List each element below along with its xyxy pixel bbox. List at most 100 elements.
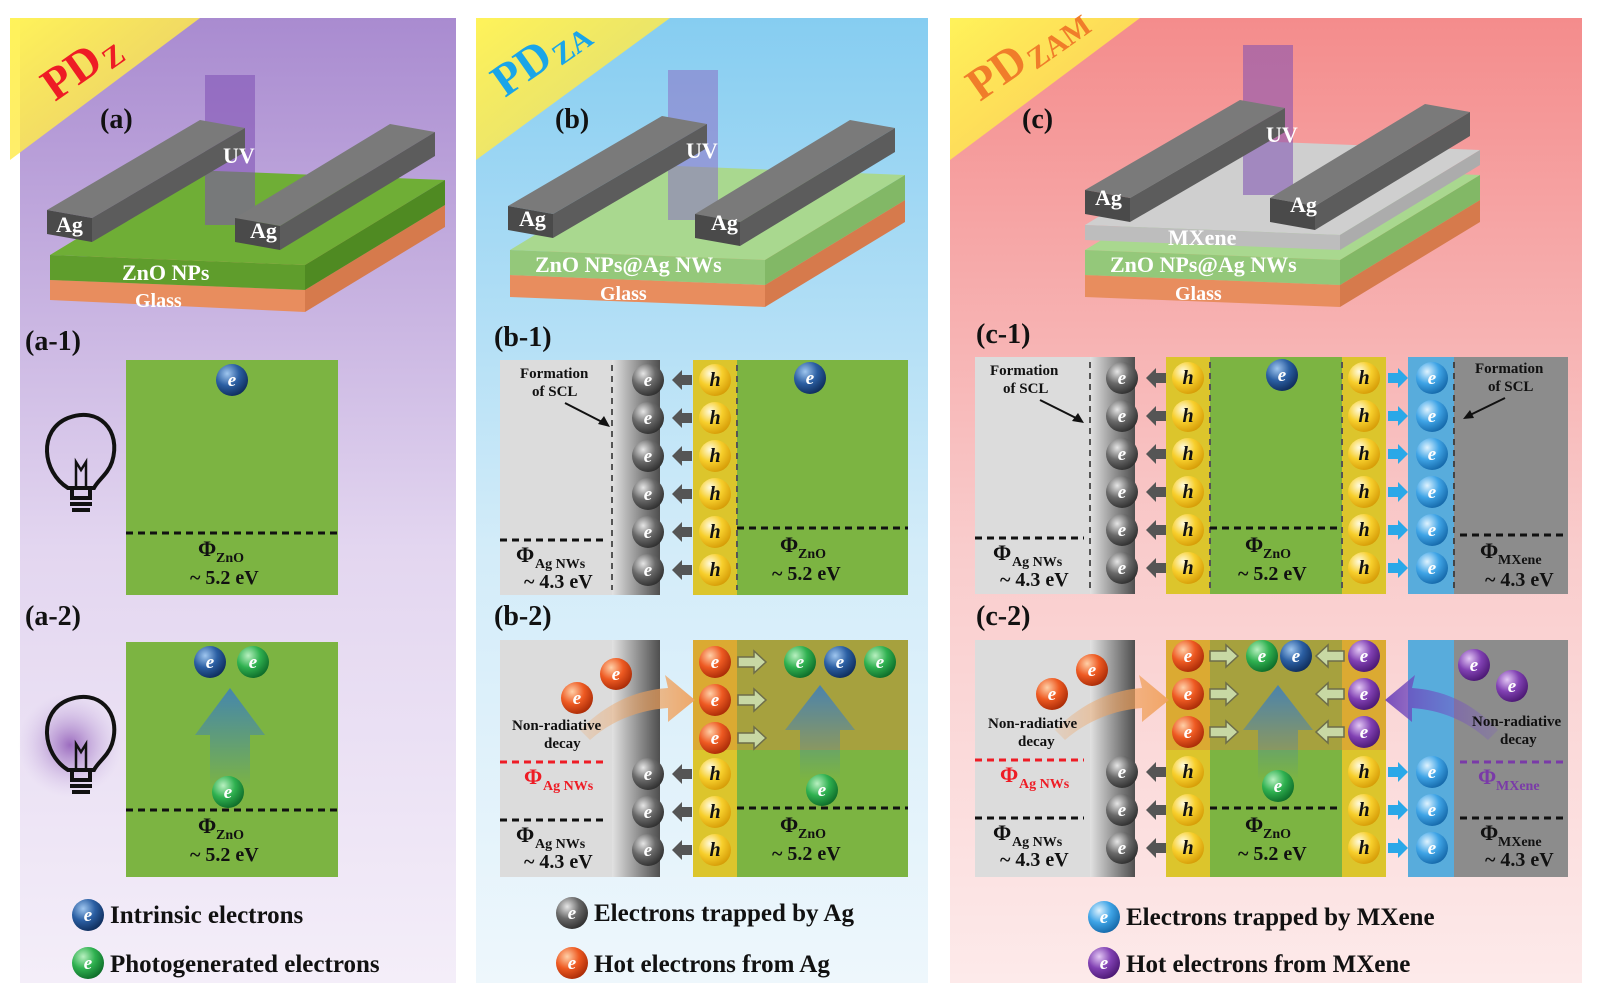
- electron-lblue: e: [1416, 794, 1448, 826]
- panel-c-uv: UV: [1266, 122, 1298, 147]
- svg-text:h: h: [1182, 405, 1193, 427]
- hole-yellow: h: [1172, 832, 1204, 864]
- arrow-left: [1146, 444, 1166, 464]
- panel-a-layer-glass: Glass: [135, 290, 182, 312]
- b1-formation: Formation: [520, 366, 589, 382]
- svg-text:e: e: [711, 652, 720, 673]
- svg-text:e: e: [573, 688, 582, 709]
- b1-phi-zno-sub: ZnO: [798, 547, 826, 562]
- svg-text:h: h: [709, 407, 720, 429]
- hole-yellow: h: [699, 478, 731, 510]
- svg-text:e: e: [644, 802, 653, 823]
- c2-nonrad-right: Non-radiative: [1472, 714, 1562, 730]
- hole-yellow: h: [1348, 832, 1380, 864]
- electron-lblue: e: [1416, 362, 1448, 394]
- c2-hole: e: [1262, 770, 1294, 802]
- panel-a-ag-left: Ag: [56, 212, 83, 237]
- legend-photogen-label: Photogenerated electrons: [110, 951, 380, 978]
- a2-energy: ~ 5.2 eV: [190, 844, 259, 866]
- electron-purple: e: [1458, 649, 1490, 681]
- electron-green: e: [1246, 640, 1278, 672]
- b1-phi-ag-sub: Ag NWs: [535, 557, 586, 572]
- svg-text:h: h: [1182, 443, 1193, 465]
- hole-yellow: h: [699, 554, 731, 586]
- svg-text:h: h: [709, 839, 720, 861]
- electron-gray: e: [1106, 756, 1138, 788]
- svg-text:e: e: [876, 652, 885, 673]
- b1-phi-ag: Φ: [516, 542, 534, 567]
- panel-b-layer-zno-ag: ZnO NPs@Ag NWs: [535, 252, 722, 277]
- c1-phi-zno: Φ: [1245, 532, 1263, 557]
- hole-yellow: h: [699, 516, 731, 548]
- arrow-left: [672, 484, 692, 504]
- electron-gray: e: [632, 758, 664, 790]
- legend-trapped-mx-label: Electrons trapped by MXene: [1126, 904, 1435, 931]
- svg-text:e: e: [818, 780, 827, 801]
- hole-yellow: h: [1172, 514, 1204, 546]
- svg-text:e: e: [1184, 684, 1193, 705]
- electron-green: e: [864, 646, 896, 678]
- hole-yellow: h: [1172, 400, 1204, 432]
- svg-text:e: e: [1428, 762, 1437, 783]
- electron-gray: e: [632, 402, 664, 434]
- arrow-left: [1146, 838, 1166, 858]
- svg-text:e: e: [249, 652, 258, 673]
- device-a: [47, 75, 445, 312]
- b2-phi-ag-sub: Ag NWs: [535, 837, 586, 852]
- svg-text:e: e: [228, 370, 237, 391]
- electron-blue: e: [824, 646, 856, 678]
- svg-text:h: h: [1182, 799, 1193, 821]
- electron-purple: e: [1348, 640, 1380, 672]
- transfer-arrow: [1314, 643, 1345, 669]
- bulb-glow: [18, 693, 122, 797]
- hole-yellow: h: [1172, 362, 1204, 394]
- c2-phi-hot-ag-sub: Ag NWs: [1019, 777, 1070, 792]
- arrow-right: [1388, 800, 1408, 820]
- c1-formation-left: Formation: [990, 363, 1059, 379]
- electron-gray: e: [1106, 832, 1138, 864]
- legend-photogen-marker: e: [72, 947, 104, 979]
- a1-energy: ~ 5.2 eV: [190, 567, 259, 589]
- arrow-left: [672, 802, 692, 822]
- arrow-left: [672, 408, 692, 428]
- svg-text:e: e: [84, 905, 93, 926]
- svg-text:e: e: [711, 690, 720, 711]
- hole-yellow: h: [1172, 794, 1204, 826]
- electron-orange: e: [699, 684, 731, 716]
- svg-text:e: e: [644, 370, 653, 391]
- hole-yellow: h: [1172, 438, 1204, 470]
- arrow-left: [672, 560, 692, 580]
- svg-text:e: e: [1278, 365, 1287, 386]
- svg-text:h: h: [709, 483, 720, 505]
- svg-text:h: h: [1182, 367, 1193, 389]
- svg-text:h: h: [1182, 481, 1193, 503]
- arrow-left: [672, 522, 692, 542]
- arrow-right: [1388, 762, 1408, 782]
- c2-energy-zno: ~ 5.2 eV: [1238, 843, 1307, 865]
- svg-text:e: e: [1118, 444, 1127, 465]
- svg-text:e: e: [1508, 676, 1517, 697]
- svg-text:e: e: [644, 840, 653, 861]
- panel-c-ag-left: Ag: [1095, 185, 1122, 210]
- electron-gray: e: [1106, 514, 1138, 546]
- electron-gray: e: [632, 516, 664, 548]
- hole-yellow: h: [1348, 400, 1380, 432]
- electron-lblue: e: [1416, 832, 1448, 864]
- c2-phi-hot-ag: Φ: [1000, 762, 1018, 787]
- c2-decay-right: decay: [1500, 732, 1537, 748]
- arrow-left: [1146, 368, 1166, 388]
- legend-trapped-mx-marker: e: [1088, 901, 1120, 933]
- svg-text:h: h: [1182, 761, 1193, 783]
- hole-yellow: h: [699, 440, 731, 472]
- electron-orange: e: [600, 658, 632, 690]
- c1-energy-zno: ~ 5.2 eV: [1238, 563, 1307, 585]
- svg-text:h: h: [1358, 761, 1369, 783]
- electron-orange: e: [1172, 716, 1204, 748]
- legend-intrinsic-marker: e: [72, 899, 104, 931]
- svg-text:e: e: [1274, 776, 1283, 797]
- electron-gray: e: [1106, 362, 1138, 394]
- svg-text:h: h: [1358, 519, 1369, 541]
- panel-c-ag-right: Ag: [1290, 192, 1317, 217]
- a2-phi: Φ: [198, 813, 216, 838]
